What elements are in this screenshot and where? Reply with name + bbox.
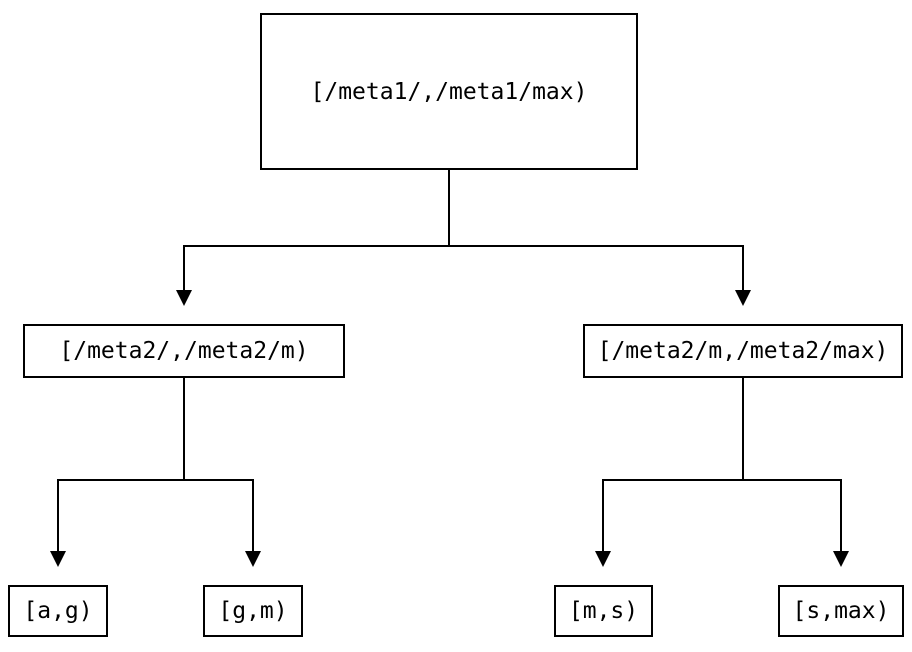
arrow-down-icon — [735, 290, 751, 306]
edge-left-crossbar — [57, 479, 254, 481]
node-label: [/meta2/m,/meta2/max) — [597, 338, 889, 364]
edge-right-crossbar — [602, 479, 842, 481]
node-label: [s,max) — [792, 598, 890, 624]
node-leaf-s-max: [s,max) — [778, 585, 904, 637]
edge-left-stem — [183, 378, 185, 480]
edge-root-crossbar — [183, 245, 744, 247]
edge-root-right-drop — [742, 245, 744, 290]
edge-root-stem — [448, 170, 450, 246]
node-meta2-upper-range: [/meta2/m,/meta2/max) — [583, 324, 903, 378]
arrow-down-icon — [833, 551, 849, 567]
edge-leaf-smax-drop — [840, 479, 842, 551]
arrow-down-icon — [176, 290, 192, 306]
node-label: [g,m) — [218, 598, 288, 624]
edge-right-stem — [742, 378, 744, 480]
arrow-down-icon — [595, 551, 611, 567]
arrow-down-icon — [245, 551, 261, 567]
node-label: [m,s) — [568, 598, 639, 624]
node-label: [a,g) — [23, 598, 93, 624]
node-leaf-a-g: [a,g) — [8, 585, 108, 637]
node-leaf-m-s: [m,s) — [554, 585, 653, 637]
node-label: [/meta2/,/meta2/m) — [59, 338, 309, 364]
arrow-down-icon — [50, 551, 66, 567]
node-label: [/meta1/,/meta1/max) — [310, 78, 588, 105]
node-root-meta1-range: [/meta1/,/meta1/max) — [260, 13, 638, 170]
edge-leaf-gm-drop — [252, 479, 254, 551]
node-meta2-lower-range: [/meta2/,/meta2/m) — [23, 324, 345, 378]
edge-root-left-drop — [183, 245, 185, 290]
node-leaf-g-m: [g,m) — [203, 585, 303, 637]
edge-leaf-ms-drop — [602, 479, 604, 551]
edge-leaf-ag-drop — [57, 479, 59, 551]
